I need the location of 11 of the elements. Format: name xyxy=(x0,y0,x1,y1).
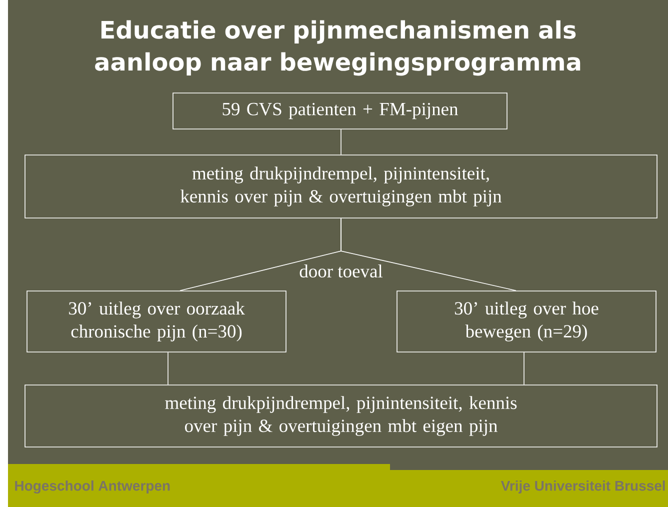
footer-text: Vrije Universiteit Brussel xyxy=(500,480,665,494)
connector-line xyxy=(340,129,342,155)
footer-text: Hogeschool Antwerpen xyxy=(15,480,170,494)
process-box: 59 CVS patienten + FM-pijnen xyxy=(172,92,508,130)
title: Educatie over pijnmechanismen als aanloop naar bewegingsprogramma xyxy=(95,20,580,76)
process-box: 30’ uitleg over oorzaak chronische pijn (n=30) xyxy=(26,290,286,352)
connector-line xyxy=(340,218,516,291)
process-box: 30’ uitleg over hoe bewegen (n=29) xyxy=(396,290,656,352)
process-box: meting drukpijndrempel, pijnintensiteit, kennis over pijn & overtuigingen mbt pijn xyxy=(24,154,658,218)
edge-label: door toeval xyxy=(298,264,384,279)
process-box: meting drukpijndrempel, pijnintensiteit, kennis over pijn & overtuigingen mbt eigen pijn xyxy=(24,384,658,448)
